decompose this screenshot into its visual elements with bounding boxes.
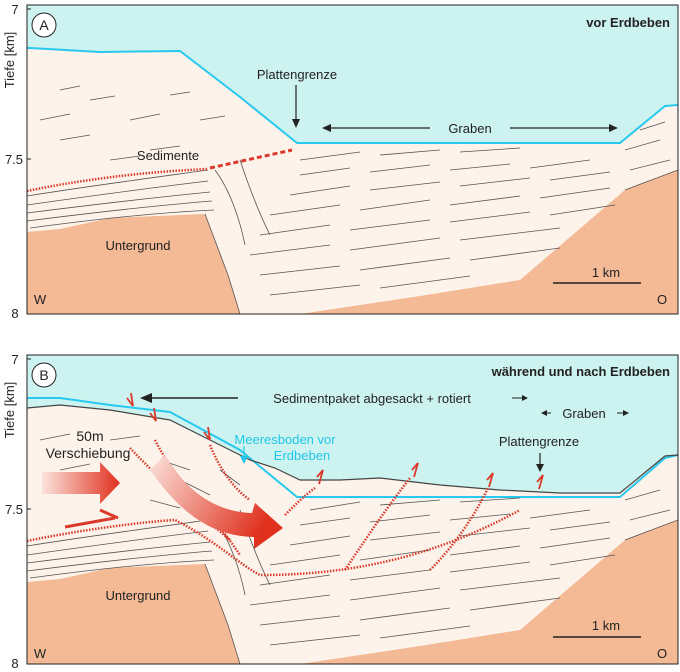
fault (208, 444, 251, 502)
panel-letter: B (39, 367, 48, 383)
scale-label: 1 km (592, 265, 620, 280)
graben-label: Graben (448, 121, 491, 136)
meeresboden-label: Erdbeben (274, 448, 330, 463)
tick-label: 7 (11, 352, 18, 367)
panel-letter: A (39, 17, 49, 33)
basement-east (300, 170, 678, 314)
basement-east (300, 520, 678, 664)
plattengrenze-label: Plattengrenze (257, 67, 337, 82)
sedimente-label: Sedimente (137, 148, 199, 163)
axis-label: Tiefe [km] (2, 382, 17, 439)
basement-west (27, 564, 240, 664)
verschiebung-label: Verschiebung (46, 445, 131, 461)
sediment-boundary-fault-dashed (209, 148, 293, 170)
panel-title: vor Erdbeben (586, 15, 670, 30)
meeresboden-label: Meeresboden vor (234, 432, 336, 447)
old-seafloor-line (27, 397, 678, 498)
tick-label: 7 (11, 2, 18, 17)
fault (429, 487, 490, 571)
west-label: W (34, 646, 47, 661)
untergrund-label: Untergrund (105, 238, 170, 253)
fault (343, 477, 411, 571)
tick-label: 8 (11, 306, 18, 321)
axis-label: Tiefe [km] (2, 32, 17, 89)
listric-fault (153, 439, 242, 556)
basement-west (27, 214, 240, 314)
detachment-fault (27, 508, 521, 577)
slump-arrow (150, 455, 283, 549)
verschiebung-arrow (42, 462, 120, 504)
sea-water (27, 5, 678, 143)
tick-label: 8 (11, 656, 18, 671)
west-label: W (34, 292, 47, 307)
panel-letter-circle (31, 362, 57, 388)
graben-label: Graben (562, 406, 605, 421)
plattengrenze-label: Plattengrenze (499, 434, 579, 449)
panel-title: während und nach Erdbeben (491, 364, 670, 379)
panel-b: Tiefe [km] 7 7.5 8 B während und nach Er… (2, 352, 679, 671)
sedimentpaket-label: Sedimentpaket abgesackt + rotiert (273, 391, 471, 406)
east-label: O (657, 292, 667, 307)
seafloor-line (27, 47, 678, 144)
verschiebung-label: 50m (76, 428, 103, 444)
scale-label: 1 km (592, 618, 620, 633)
panel-a: Tiefe [km] 7 7.5 8 A vor Erdbeben Platte… (2, 2, 679, 321)
panel-letter-circle (31, 12, 57, 38)
east-label: O (657, 646, 667, 661)
tick-label: 7.5 (5, 152, 23, 167)
fault (284, 486, 316, 516)
displacement-arrow (64, 516, 116, 529)
sea-water (27, 355, 678, 493)
untergrund-label: Untergrund (105, 588, 170, 603)
tick-label: 7.5 (5, 502, 23, 517)
